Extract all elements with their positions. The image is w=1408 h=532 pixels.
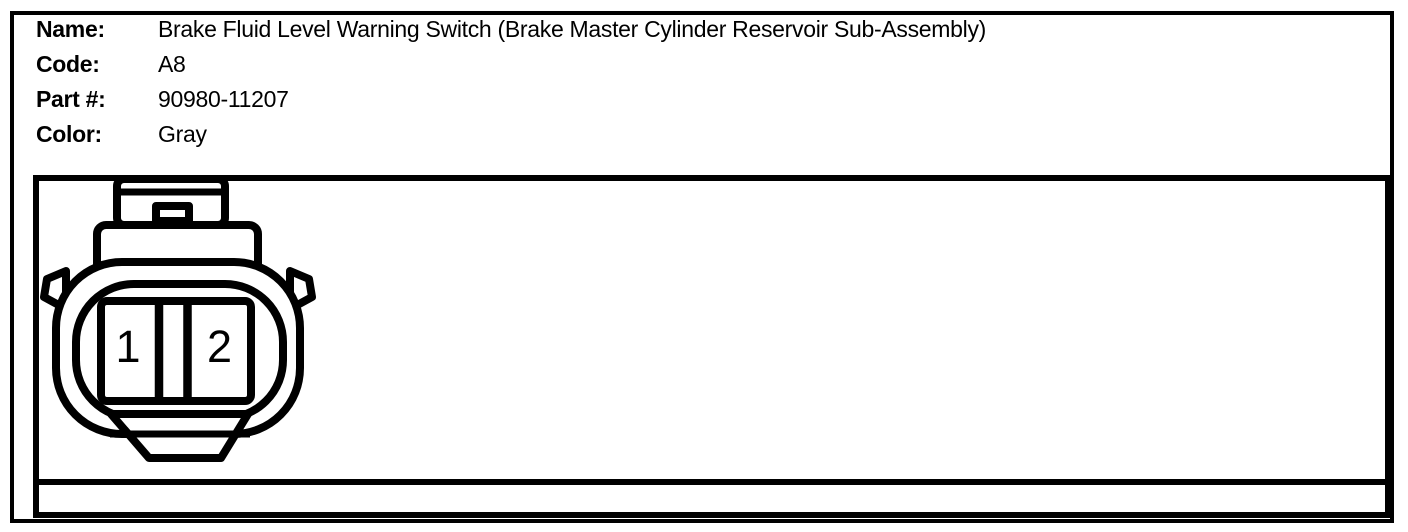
code-field-value: A8 xyxy=(158,51,186,77)
part-number-field-label: Part #: xyxy=(36,86,106,112)
empty-footer-row xyxy=(33,485,1391,518)
connector-info-list: Name: Brake Fluid Level Warning Switch (… xyxy=(36,12,1376,152)
pin-1-label: 1 xyxy=(115,321,140,372)
lock-tab-notch xyxy=(152,202,193,225)
part-number-field-value: 90980-11207 xyxy=(158,86,289,112)
color-field-value: Gray xyxy=(158,121,207,147)
connector-diagram: 1 2 xyxy=(40,175,316,462)
code-field-label: Code: xyxy=(36,51,100,77)
field-row-color: Color: Gray xyxy=(36,117,1376,152)
page-border xyxy=(10,11,1394,523)
field-row-name: Name: Brake Fluid Level Warning Switch (… xyxy=(36,12,1376,47)
pin-2-label: 2 xyxy=(207,321,232,372)
name-field-value: Brake Fluid Level Warning Switch (Brake … xyxy=(158,16,987,42)
name-field-label: Name: xyxy=(36,16,105,42)
pin-cavity-block xyxy=(97,297,255,405)
field-row-part-number: Part #: 90980-11207 xyxy=(36,82,1376,117)
field-row-code: Code: A8 xyxy=(36,47,1376,82)
color-field-label: Color: xyxy=(36,121,102,147)
